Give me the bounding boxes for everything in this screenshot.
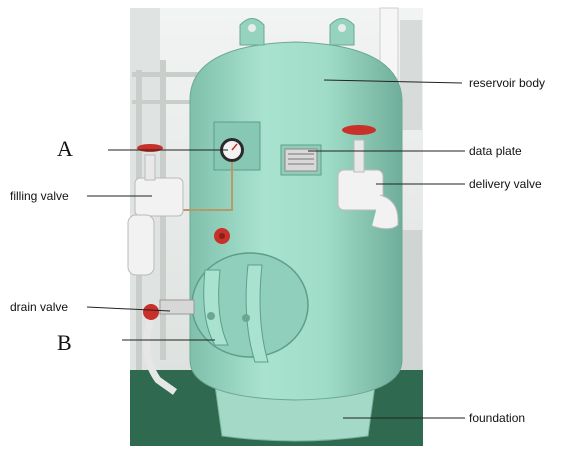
label-reservoir-body: reservoir body: [469, 76, 546, 90]
lug-hole: [338, 24, 346, 32]
leader-reservoir-body: [323, 79, 463, 84]
filling-pipe: [127, 214, 155, 276]
delivery-valve-body: [337, 169, 384, 211]
label-filling-valve: filling valve: [10, 189, 69, 203]
foundation-base: [214, 384, 376, 442]
manhole-handle: [203, 269, 229, 346]
marker-a: A: [57, 136, 73, 161]
lug-hole: [248, 24, 256, 32]
marker-b: B: [57, 330, 72, 355]
gauge-needle: [231, 143, 238, 151]
manhole-bolt: [207, 312, 215, 320]
leader-drain-valve: [86, 306, 171, 312]
manhole-bolt: [242, 314, 250, 322]
label-delivery-valve: delivery valve: [469, 177, 542, 191]
gauge-pipe: [180, 162, 233, 211]
filling-valve-stem: [144, 154, 156, 181]
delivery-valve-stem: [353, 139, 365, 173]
railing-bar: [132, 100, 202, 104]
small-valve-hub: [219, 233, 225, 239]
railing-bar: [132, 72, 202, 77]
filling-valve-handwheel: [137, 144, 163, 152]
data-plate: [284, 148, 318, 172]
drain-valve-body: [159, 299, 195, 315]
background-equipment: [400, 20, 422, 130]
label-data-plate: data plate: [469, 144, 522, 158]
label-foundation: foundation: [469, 411, 526, 425]
drain-pipe: [142, 319, 178, 395]
delivery-pipe-elbow: [371, 194, 399, 230]
delivery-valve-handwheel: [342, 125, 376, 135]
label-drain-valve: drain valve: [10, 300, 69, 314]
filling-valve-body: [134, 177, 184, 217]
drain-valve-handwheel: [143, 304, 159, 320]
manhole-handle: [245, 264, 269, 363]
